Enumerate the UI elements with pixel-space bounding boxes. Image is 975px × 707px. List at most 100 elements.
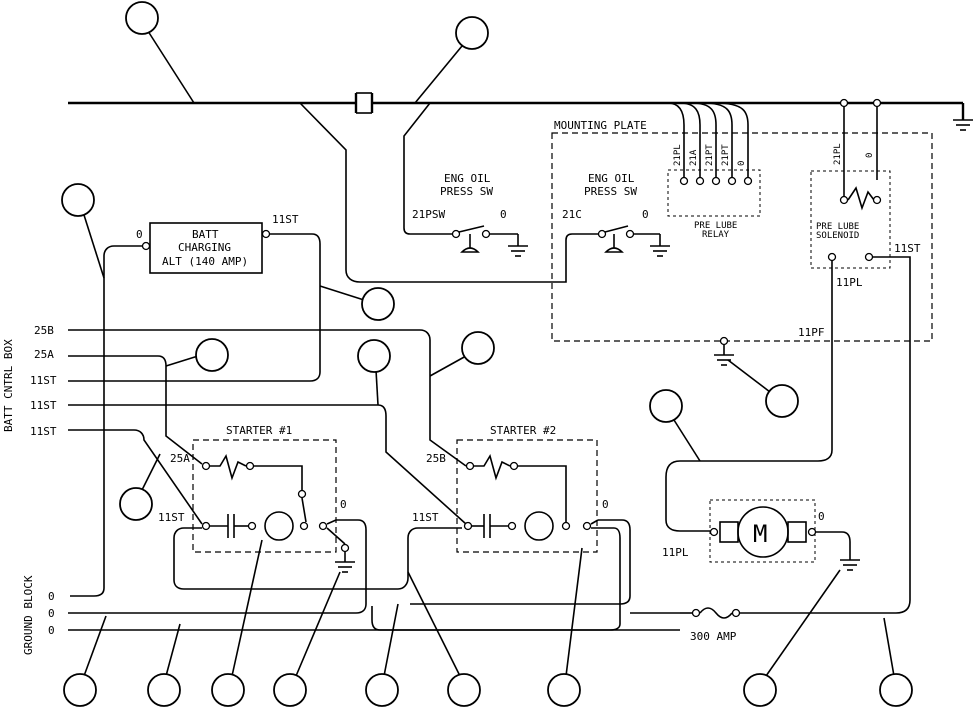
motor-symbol-label: M <box>753 520 767 548</box>
starter-1-terminal <box>297 489 307 499</box>
box-wire-label: 25B <box>34 324 54 337</box>
pre-lube-solenoid-box <box>810 170 891 269</box>
oil-sw1-term-label: 0 <box>500 208 507 221</box>
relay-terminal <box>727 176 737 186</box>
box-wire-label: 11ST <box>30 374 57 387</box>
starter-1-motor <box>264 511 294 541</box>
solenoid-terminal <box>827 252 837 262</box>
callout-bubble <box>273 673 307 707</box>
relay-terminal <box>679 176 689 186</box>
relay-feed-wires <box>667 102 749 178</box>
callout-bubble <box>765 384 799 418</box>
starter-2-terminal <box>582 521 592 531</box>
pre-lube-solenoid-label: SOLENOID <box>816 231 859 241</box>
main-bus <box>68 92 973 131</box>
relay-terminal <box>711 176 721 186</box>
mounting-plate-box <box>551 132 933 342</box>
starter-2-box <box>456 439 598 553</box>
oil-sw1-terminal <box>481 229 491 239</box>
pre-lube-relay-label: RELAY <box>702 230 730 240</box>
starter-2-in-label: 11ST <box>412 511 439 524</box>
callout-bubbles <box>61 1 913 707</box>
starter-2-coil-label: 25B <box>426 452 446 465</box>
starter-1-terminal <box>299 521 309 531</box>
solenoid-terminal <box>872 195 882 205</box>
pre-lube-solenoid-label: PRE LUBE <box>816 222 859 232</box>
alternator-label: CHARGING <box>178 241 231 254</box>
fuse-300-amp <box>630 607 741 619</box>
solenoid-terminal <box>839 195 849 205</box>
starter-2-terminal <box>561 521 571 531</box>
oil-sw1-term-label: 21PSW <box>412 208 445 221</box>
alternator-terminal <box>261 229 271 239</box>
starter-2-terminal <box>509 461 519 471</box>
bus-tap-terminal <box>872 98 882 108</box>
oil-sw2-label: ENG OIL <box>588 172 635 185</box>
motor-in-label: 11PL <box>662 546 689 559</box>
ground-block-label: GROUND BLOCK <box>22 575 35 655</box>
callout-bubble <box>743 673 777 707</box>
starter-1-label: STARTER #1 <box>226 424 292 437</box>
ground-symbol <box>953 119 973 131</box>
alternator-term-label: 0 <box>136 228 143 241</box>
relay-terminal <box>743 176 753 186</box>
plate-ground-terminal <box>719 336 729 346</box>
callout-bubble <box>211 673 245 707</box>
solenoid-11pl-label: 11PL <box>836 276 863 289</box>
relay-term-label: 21PT <box>705 144 715 166</box>
ground-block-term: 0 <box>48 590 55 603</box>
callout-bubble <box>447 673 481 707</box>
solenoid-term-label: 21PL <box>833 143 843 165</box>
box-wire-label: 11ST <box>30 399 57 412</box>
starter-1-out-label: 0 <box>340 498 347 511</box>
box-wire-label: 11ST <box>30 425 57 438</box>
callout-bubble <box>357 339 391 373</box>
callout-bubble <box>461 331 495 365</box>
bus-tap-terminal <box>839 98 849 108</box>
alternator-label: BATT <box>192 228 219 241</box>
pre-lube-relay-label: PRE LUBE <box>694 221 737 231</box>
solenoid-terminal <box>864 252 874 262</box>
callout-bubble <box>147 673 181 707</box>
pre-lube-relay-box <box>667 169 761 217</box>
alternator-box <box>149 222 263 274</box>
starter-1-terminal <box>340 543 350 553</box>
ground-block-term: 0 <box>48 607 55 620</box>
starter-1-terminal <box>247 521 257 531</box>
fuse-label: 300 AMP <box>690 630 737 643</box>
starter-2-terminal <box>507 521 517 531</box>
callout-bubble <box>455 16 489 50</box>
starter-1-in-label: 11ST <box>158 511 185 524</box>
relay-term-label: 21PL <box>673 144 683 166</box>
oil-sw1-terminal <box>451 229 461 239</box>
alternator-term-label: 11ST <box>272 213 299 226</box>
starter-2-terminal <box>465 461 475 471</box>
oil-sw2-terminal <box>625 229 635 239</box>
starter-1-box <box>192 439 337 553</box>
ground-block-term: 0 <box>48 624 55 637</box>
callout-bubble <box>119 487 153 521</box>
callout-bubble <box>361 287 395 321</box>
oil-sw2-term-label: 21C <box>562 208 582 221</box>
callout-bubble <box>125 1 159 35</box>
oil-sw1-label: PRESS SW <box>440 185 493 198</box>
motor-terminal <box>807 527 817 537</box>
starter-1-terminal <box>201 521 211 531</box>
alternator-terminal <box>141 241 151 251</box>
relay-term-label: 0 <box>737 161 747 166</box>
plate-11pf-label: 11PF <box>798 326 825 339</box>
oil-sw2-label: PRESS SW <box>584 185 637 198</box>
oil-sw1-label: ENG OIL <box>444 172 491 185</box>
callout-bubble <box>365 673 399 707</box>
prelube-motor <box>737 506 789 558</box>
solenoid-term-label: 0 <box>865 153 875 158</box>
solenoid-11st-label: 11ST <box>894 242 921 255</box>
bus-connector <box>354 92 374 114</box>
solenoid-coil <box>847 186 875 211</box>
oil-sw2-terminal <box>597 229 607 239</box>
relay-term-label: 21A <box>689 149 699 166</box>
mounting-plate-label: MOUNTING PLATE <box>554 119 647 132</box>
relay-term-label: 21PT <box>721 144 731 166</box>
batt-cntrl-box-label: BATT CNTRL BOX <box>2 339 15 432</box>
motor-out-label: 0 <box>818 510 825 523</box>
